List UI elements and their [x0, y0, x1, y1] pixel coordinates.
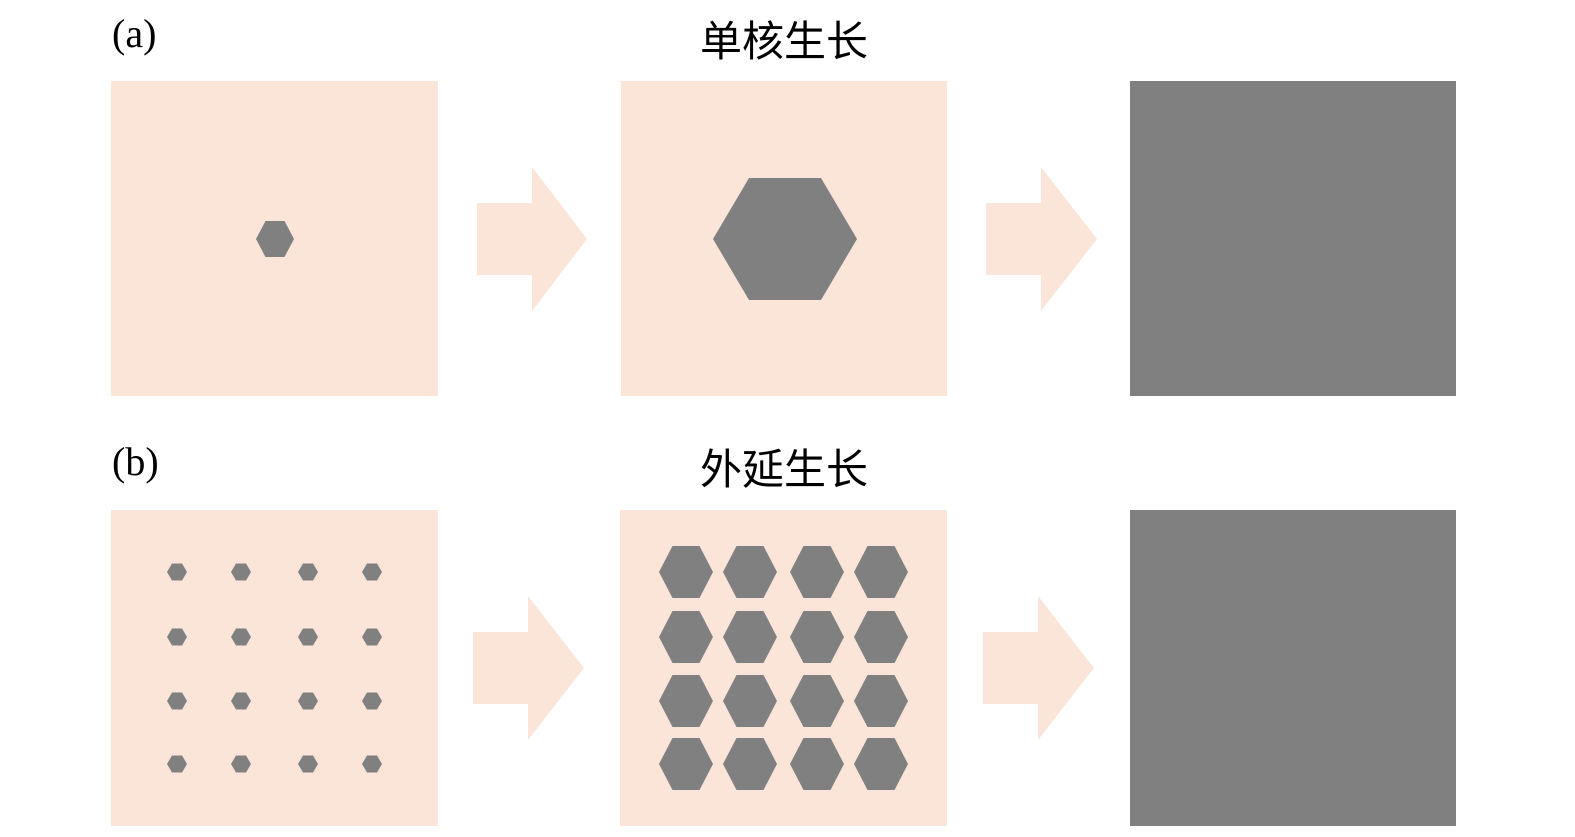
- nucleus-hexagon: [298, 692, 318, 710]
- grown-hexagon: [659, 675, 713, 727]
- grown-hexagon: [790, 546, 844, 598]
- panel-a-label: (a): [112, 11, 157, 56]
- nucleus-hexagon: [362, 563, 382, 581]
- panel-b-label: (b): [112, 439, 159, 484]
- nucleus-hexagon: [256, 221, 294, 257]
- grown-hexagon: [790, 611, 844, 663]
- arrow-right-icon: [477, 167, 587, 311]
- grown-hexagon: [854, 738, 908, 790]
- nucleus-hexagon: [362, 755, 382, 773]
- nucleus-hexagon: [167, 692, 187, 710]
- nucleus-hexagon: [167, 563, 187, 581]
- grown-hexagon: [854, 546, 908, 598]
- nucleus-hexagon: [231, 563, 251, 581]
- grown-hexagon: [723, 738, 777, 790]
- nucleus-hexagon: [362, 692, 382, 710]
- grown-hexagon: [659, 611, 713, 663]
- nucleus-hexagon: [298, 563, 318, 581]
- grown-hexagon: [854, 611, 908, 663]
- nucleus-hexagon: [231, 692, 251, 710]
- grown-hexagon: [790, 738, 844, 790]
- grown-hexagon: [723, 675, 777, 727]
- continuous-film-b: [1130, 510, 1456, 826]
- arrow-right-icon: [986, 167, 1097, 311]
- continuous-film-a: [1130, 81, 1456, 396]
- panel-b-title: 外延生长: [699, 445, 868, 494]
- nucleus-hexagon: [298, 755, 318, 773]
- grown-hexagon: [723, 611, 777, 663]
- nucleus-hexagon: [362, 628, 382, 646]
- grown-hexagon: [713, 178, 857, 300]
- nucleus-hexagon: [167, 755, 187, 773]
- substrate-b-1: [111, 510, 438, 826]
- grown-hexagon: [723, 546, 777, 598]
- grown-hexagon: [854, 675, 908, 727]
- arrow-right-icon: [473, 596, 584, 740]
- arrow-right-icon: [983, 596, 1094, 740]
- panel-a-title: 单核生长: [699, 17, 868, 66]
- nucleus-hexagon: [167, 628, 187, 646]
- nucleus-hexagon: [231, 755, 251, 773]
- nucleus-hexagon: [231, 628, 251, 646]
- grown-hexagon: [659, 738, 713, 790]
- grown-hexagon: [659, 546, 713, 598]
- grown-hexagon: [790, 675, 844, 727]
- nucleus-hexagon: [298, 628, 318, 646]
